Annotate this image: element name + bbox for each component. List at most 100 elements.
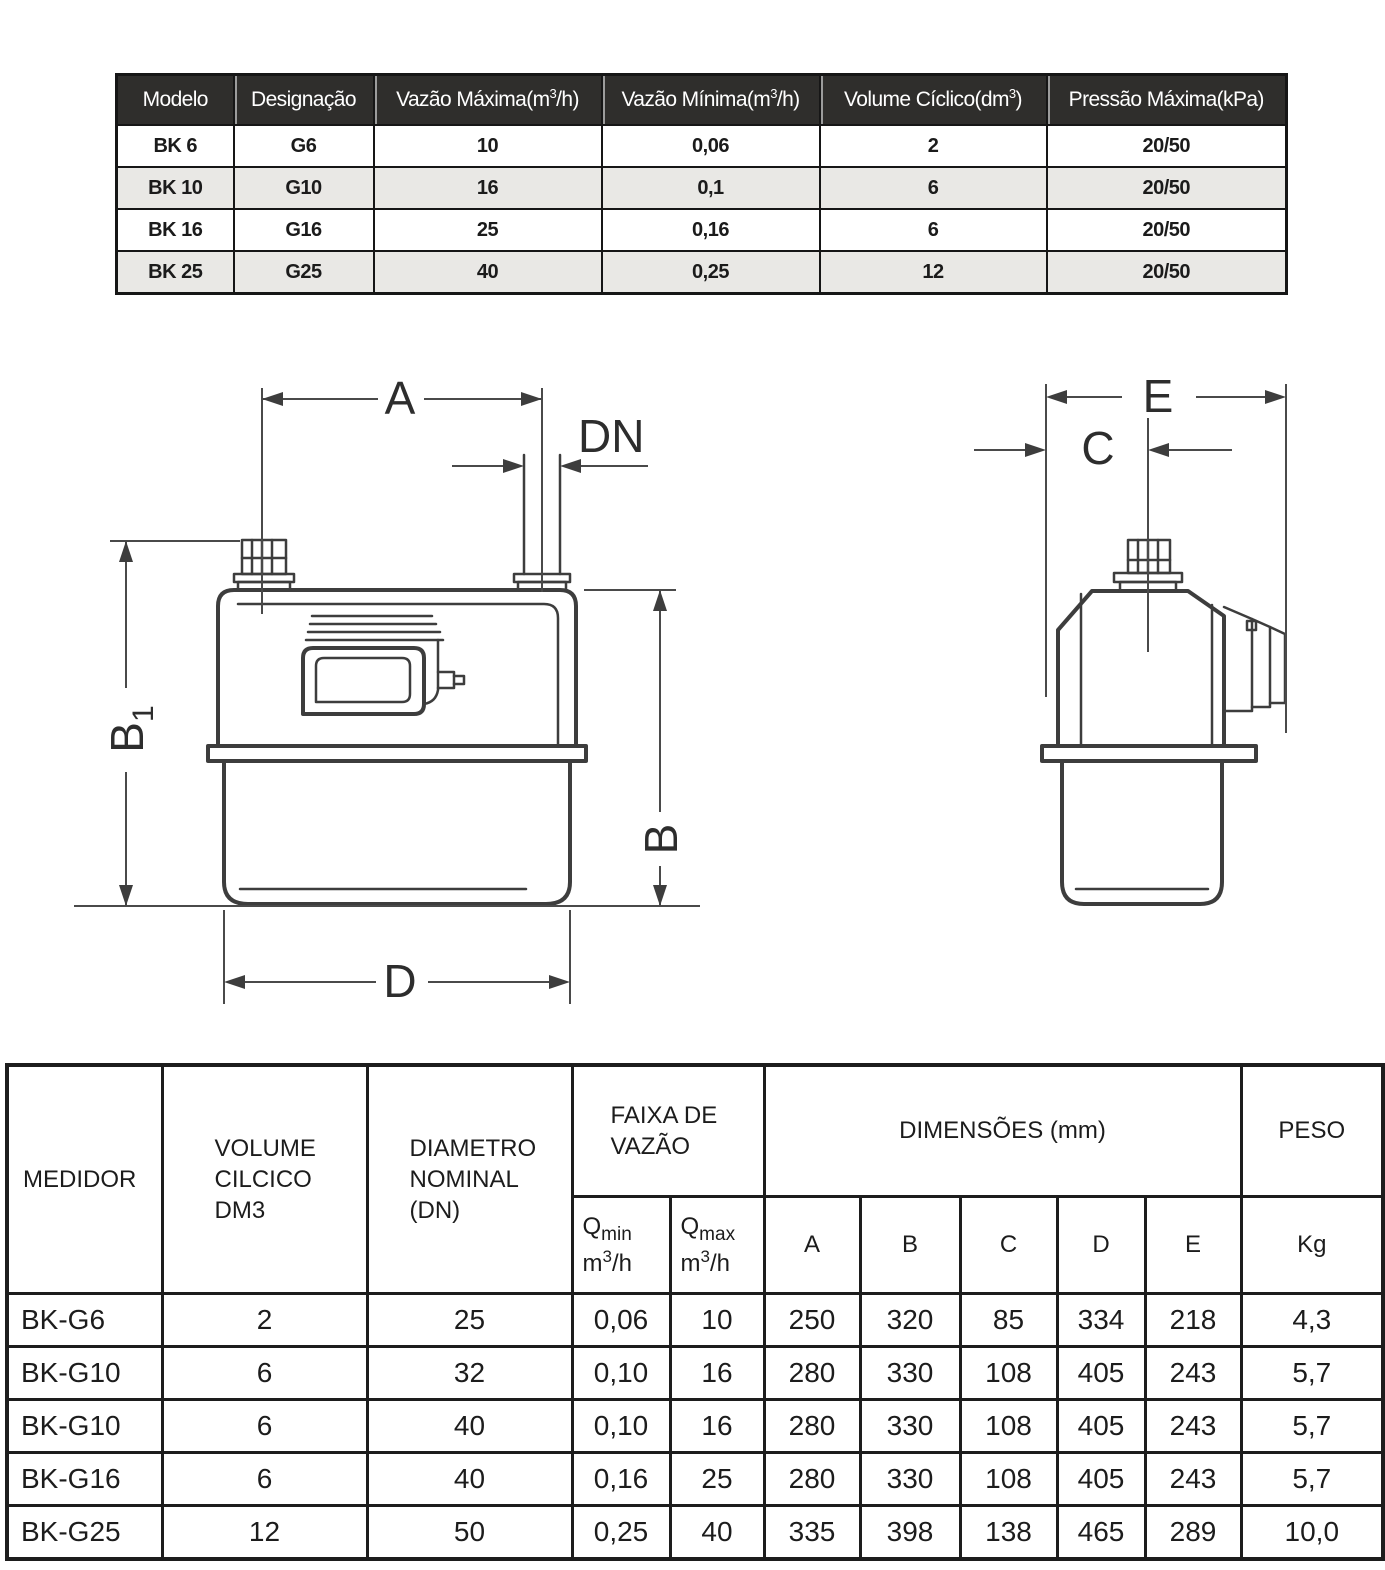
table-cell: 85 <box>958 1292 1059 1348</box>
col-header-dim-a: A <box>762 1195 862 1295</box>
table-cell: 5,7 <box>1239 1451 1385 1507</box>
table-cell: BK 16 <box>115 208 235 252</box>
table-cell: 20/50 <box>1045 208 1288 252</box>
dim-label-b: B <box>635 824 687 855</box>
table-cell: 243 <box>1143 1398 1243 1454</box>
table-cell: BK 6 <box>115 124 235 168</box>
col-header-dim-b: B <box>858 1195 962 1295</box>
table-cell: 108 <box>958 1345 1059 1401</box>
col-header-pressao-maxima: Pressão Máxima(kPa) <box>1045 73 1288 126</box>
meter-dimensions-table: MEDIDOR VOLUME CILCICO DM3 DIAMETRO NOMI… <box>5 1063 1385 1561</box>
dimension-b: B <box>584 589 687 906</box>
table-cell: 25 <box>372 208 603 252</box>
col-group-dimensoes-mm: DIMENSÕES (mm) <box>762 1063 1243 1198</box>
table-cell: 32 <box>365 1345 574 1401</box>
table-cell: 2 <box>818 124 1048 168</box>
dim-label-a: A <box>385 372 416 424</box>
table-cell: BK 10 <box>115 166 235 210</box>
table-cell: 398 <box>858 1504 962 1561</box>
table-row: BK-G10 6 40 0,10 16 280 330 108 405 243 … <box>5 1398 1385 1454</box>
table-cell: BK-G25 <box>5 1504 164 1561</box>
dim-label-c: C <box>1081 422 1114 474</box>
table-cell: 138 <box>958 1504 1059 1561</box>
table-cell: 0,06 <box>600 124 821 168</box>
table-cell: 10 <box>668 1292 766 1348</box>
table-cell: 0,16 <box>570 1451 672 1507</box>
table-cell: G25 <box>232 250 375 295</box>
col-group-faixa-de-vazao: FAIXA DE VAZÃO <box>570 1063 766 1198</box>
table-cell: G10 <box>232 166 375 210</box>
table-cell: 20/50 <box>1045 124 1288 168</box>
side-upper-body <box>1056 589 1226 748</box>
table-cell: 10,0 <box>1239 1504 1385 1561</box>
table-cell: 405 <box>1055 1451 1147 1507</box>
table-cell: BK-G10 <box>5 1345 164 1401</box>
table-cell: G16 <box>232 208 375 252</box>
col-header-designacao: Designação <box>232 73 375 126</box>
table-cell: 25 <box>365 1292 574 1348</box>
table-cell: 405 <box>1055 1345 1147 1401</box>
table-cell: 250 <box>762 1292 862 1348</box>
table-cell: 12 <box>818 250 1048 295</box>
table-cell: 0,16 <box>600 208 821 252</box>
col-header-peso: PESO <box>1239 1063 1385 1198</box>
table-cell: 108 <box>958 1398 1059 1454</box>
table-cell: 5,7 <box>1239 1398 1385 1454</box>
table-row: BK-G16 6 40 0,16 25 280 330 108 405 243 … <box>5 1451 1385 1507</box>
table-cell: 6 <box>818 166 1048 210</box>
table-cell: 5,7 <box>1239 1345 1385 1401</box>
table-cell: 40 <box>668 1504 766 1561</box>
col-header-kg: Kg <box>1239 1195 1385 1295</box>
dimension-a: A <box>261 372 543 614</box>
left-pipe-connector <box>232 538 296 592</box>
table-cell: G6 <box>232 124 375 168</box>
side-lower-body <box>1060 759 1224 906</box>
meter-display-counter <box>301 614 466 716</box>
dim-label-b1: B1 <box>101 705 160 752</box>
col-header-dim-d: D <box>1055 1195 1147 1295</box>
table-cell: 320 <box>858 1292 962 1348</box>
table-cell: 40 <box>365 1451 574 1507</box>
table-cell: 6 <box>160 1398 369 1454</box>
dim-header-row-1: MEDIDOR VOLUME CILCICO DM3 DIAMETRO NOMI… <box>5 1063 1385 1295</box>
table-cell: 16 <box>372 166 603 210</box>
table-cell: 334 <box>1055 1292 1147 1348</box>
meter-lower-body <box>222 759 572 906</box>
table-cell: BK-G10 <box>5 1398 164 1454</box>
spec-header-row: Modelo Designação Vazão Máxima(m3/h) Vaz… <box>115 73 1288 126</box>
table-cell: 2 <box>160 1292 369 1348</box>
table-row: BK-G10 6 32 0,10 16 280 330 108 405 243 … <box>5 1345 1385 1401</box>
dim-label-e: E <box>1143 370 1174 422</box>
col-header-dim-c: C <box>958 1195 1059 1295</box>
table-cell: 40 <box>365 1398 574 1454</box>
table-cell: 280 <box>762 1451 862 1507</box>
table-cell: 16 <box>668 1345 766 1401</box>
table-row: BK 6 G6 10 0,06 2 20/50 <box>115 124 1288 168</box>
table-cell: 4,3 <box>1239 1292 1385 1348</box>
table-cell: 0,25 <box>570 1504 672 1561</box>
model-spec-table: Modelo Designação Vazão Máxima(m3/h) Vaz… <box>115 73 1288 295</box>
table-cell: 0,1 <box>600 166 821 210</box>
col-header-vazao-minima: Vazão Mínima(m3/h) <box>600 73 821 126</box>
table-cell: 10 <box>372 124 603 168</box>
table-cell: 12 <box>160 1504 369 1561</box>
table-cell: 335 <box>762 1504 862 1561</box>
table-cell: 0,25 <box>600 250 821 295</box>
table-cell: 6 <box>160 1451 369 1507</box>
dimension-b1: B1 <box>101 540 240 906</box>
table-cell: 243 <box>1143 1345 1243 1401</box>
meter-upper-case <box>216 588 578 748</box>
table-cell: 40 <box>372 250 603 295</box>
table-cell: 465 <box>1055 1504 1147 1561</box>
col-header-dim-e: E <box>1143 1195 1243 1295</box>
col-header-diametro-nominal: DIAMETRO NOMINAL (DN) <box>365 1063 574 1295</box>
table-cell: BK-G16 <box>5 1451 164 1507</box>
table-row: BK 10 G10 16 0,1 6 20/50 <box>115 166 1288 210</box>
dimension-e: E <box>1045 370 1287 733</box>
table-cell: 280 <box>762 1345 862 1401</box>
meter-flange <box>206 744 588 763</box>
col-header-medidor: MEDIDOR <box>5 1063 164 1295</box>
col-header-volume-ciclico-dm3: VOLUME CILCICO DM3 <box>160 1063 369 1295</box>
